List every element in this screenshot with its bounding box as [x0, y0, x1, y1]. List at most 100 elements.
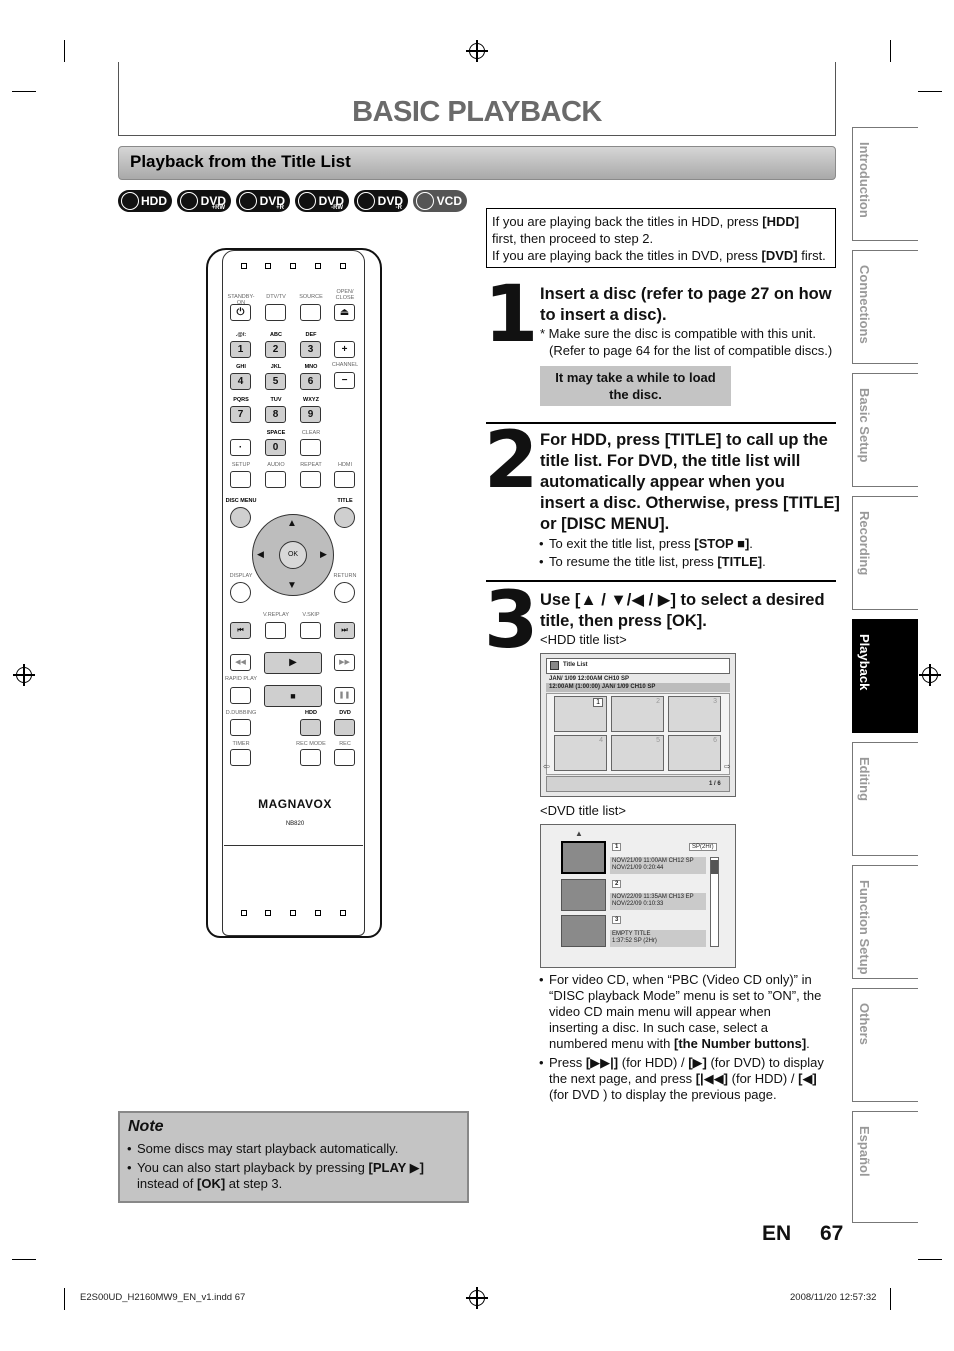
return-button[interactable] [334, 582, 355, 603]
dvd-entry-number: 2 [612, 880, 622, 888]
tab-label: Recording [857, 511, 872, 576]
vskip-button[interactable] [300, 622, 321, 639]
dubbing-button[interactable] [230, 719, 251, 736]
rewind-button[interactable]: ◀◀ [230, 654, 251, 671]
left-arrow-icon[interactable]: ◀ [257, 549, 264, 559]
note-title: Note [128, 1118, 164, 1135]
channel-down-button[interactable]: − [334, 372, 355, 389]
dvd-scrollbar[interactable] [710, 857, 719, 947]
vreplay-label: V.REPLAY [263, 612, 289, 618]
tab-introduction[interactable]: Introduction [852, 127, 918, 241]
vreplay-button[interactable] [265, 622, 286, 639]
registration-mark-top [466, 40, 488, 62]
title-thumb[interactable]: 3 [668, 696, 721, 732]
step-1-compat-ref: (Refer to page 64 for the list of compat… [549, 343, 833, 358]
rapid-play-button[interactable] [230, 687, 251, 704]
skip-forward-button[interactable]: ⏭ [334, 622, 355, 639]
dtvtv-button[interactable] [265, 304, 286, 321]
page-nav-bullet: Press [▶▶|] (for HDD) / [▶] (for DVD) to… [539, 1055, 824, 1103]
dvd-button[interactable] [334, 719, 355, 736]
source-button[interactable] [300, 304, 321, 321]
dvd-key-label: DVD [339, 710, 351, 716]
title-thumb[interactable]: 5 [611, 735, 664, 771]
key-7-button[interactable]: 7 [230, 406, 251, 423]
dvd-entry-info[interactable] [610, 930, 706, 947]
clear-button[interactable] [300, 439, 321, 456]
down-arrow-icon[interactable]: ▼ [287, 580, 297, 591]
disc-menu-button[interactable] [230, 507, 251, 528]
tab-playback[interactable]: Playback [852, 619, 918, 733]
tab-editing[interactable]: Editing [852, 742, 918, 856]
key-4-label: GHI [236, 364, 246, 370]
up-arrow-icon[interactable]: ▲ [575, 829, 583, 838]
key-2-button[interactable]: 2 [265, 341, 286, 358]
title-thumb[interactable]: 1 [554, 696, 607, 732]
step-heading-line: Use [▲ / ▼/◀ / ▶] to select a desired [540, 591, 825, 609]
bullet-key: [TITLE] [717, 554, 763, 569]
thumb-number: 3 [713, 698, 717, 705]
registration-mark-bottom [466, 1287, 488, 1309]
audio-button[interactable] [265, 471, 286, 488]
dvd-thumb[interactable] [561, 915, 606, 947]
hdmi-button[interactable] [334, 471, 355, 488]
timer-button[interactable] [230, 749, 251, 766]
title-thumb[interactable]: 4 [554, 735, 607, 771]
title-thumb[interactable]: 6 [668, 735, 721, 771]
title-button[interactable] [334, 507, 355, 528]
setup-button[interactable] [230, 471, 251, 488]
stop-button[interactable]: ■ [264, 685, 322, 707]
indicator-square [340, 263, 346, 269]
title-thumb[interactable]: 2 [611, 696, 664, 732]
key-9-button[interactable]: 9 [300, 406, 321, 423]
key-1-button[interactable]: 1 [230, 341, 251, 358]
tab-espanol[interactable]: Español [852, 1111, 918, 1223]
dvd-entry-info[interactable] [610, 857, 706, 874]
channel-up-button[interactable]: + [334, 341, 355, 358]
open-close-button[interactable]: ⏏ [334, 304, 355, 321]
key-8-button[interactable]: 8 [265, 406, 286, 423]
hdd-badge: HDD [118, 190, 172, 212]
up-arrow-icon[interactable]: ▲ [287, 518, 297, 529]
tab-others[interactable]: Others [852, 988, 918, 1102]
dot-button[interactable]: · [230, 439, 251, 456]
hdd-info-line: 12:00AM (1:00:00) JAN/ 1/09 CH10 SP [549, 684, 656, 690]
dvd-scrollbar-thumb[interactable] [711, 860, 718, 874]
tab-basic-setup[interactable]: Basic Setup [852, 373, 918, 487]
next-page-arrow-icon[interactable]: ⇨ [724, 762, 731, 771]
display-button[interactable] [230, 582, 251, 603]
right-arrow-icon[interactable]: ▶ [320, 549, 327, 559]
tab-function-setup[interactable]: Function Setup [852, 865, 918, 979]
prev-page-arrow-icon[interactable]: ⇦ [543, 762, 550, 771]
key-3-label: DEF [305, 332, 317, 338]
key-3-button[interactable]: 3 [300, 341, 321, 358]
dvd-thumb[interactable] [561, 879, 606, 911]
play-button[interactable]: ▶ [264, 652, 322, 674]
page-note-text: Press [549, 1055, 586, 1070]
dvd-entry-info[interactable] [610, 893, 706, 910]
page-note-text: (for HDD) / [728, 1071, 799, 1086]
key-5-button[interactable]: 5 [265, 373, 286, 390]
dvd-list-caption: <DVD title list> [540, 803, 626, 818]
open-close-label: OPEN/ CLOSE [335, 289, 355, 301]
step-2-resume-bullet: To resume the title list, press [TITLE]. [539, 554, 766, 570]
key-6-button[interactable]: 6 [300, 373, 321, 390]
fast-forward-button[interactable]: ▶▶ [334, 654, 355, 671]
dvd-entry-line: EMPTY TITLE [612, 931, 651, 937]
indicator-square [340, 910, 346, 916]
hdd-button[interactable] [300, 719, 321, 736]
tab-recording[interactable]: Recording [852, 496, 918, 610]
ok-button[interactable]: OK [279, 541, 307, 569]
key-4-button[interactable]: 4 [230, 373, 251, 390]
tab-connections[interactable]: Connections [852, 250, 918, 364]
rec-mode-button[interactable] [300, 749, 321, 766]
pause-button[interactable]: ❚❚ [334, 687, 355, 704]
standby-button[interactable]: ⏻ [230, 304, 251, 321]
disc-icon [298, 192, 316, 210]
skip-back-button[interactable]: ⏮ [230, 622, 251, 639]
repeat-button[interactable] [300, 471, 321, 488]
dvd-plus-rw-badge: DVD+RW [177, 190, 231, 212]
indicator-square [315, 910, 321, 916]
dvd-thumb[interactable] [561, 841, 606, 874]
key-0-button[interactable]: 0 [265, 439, 286, 456]
rec-button[interactable] [334, 749, 355, 766]
